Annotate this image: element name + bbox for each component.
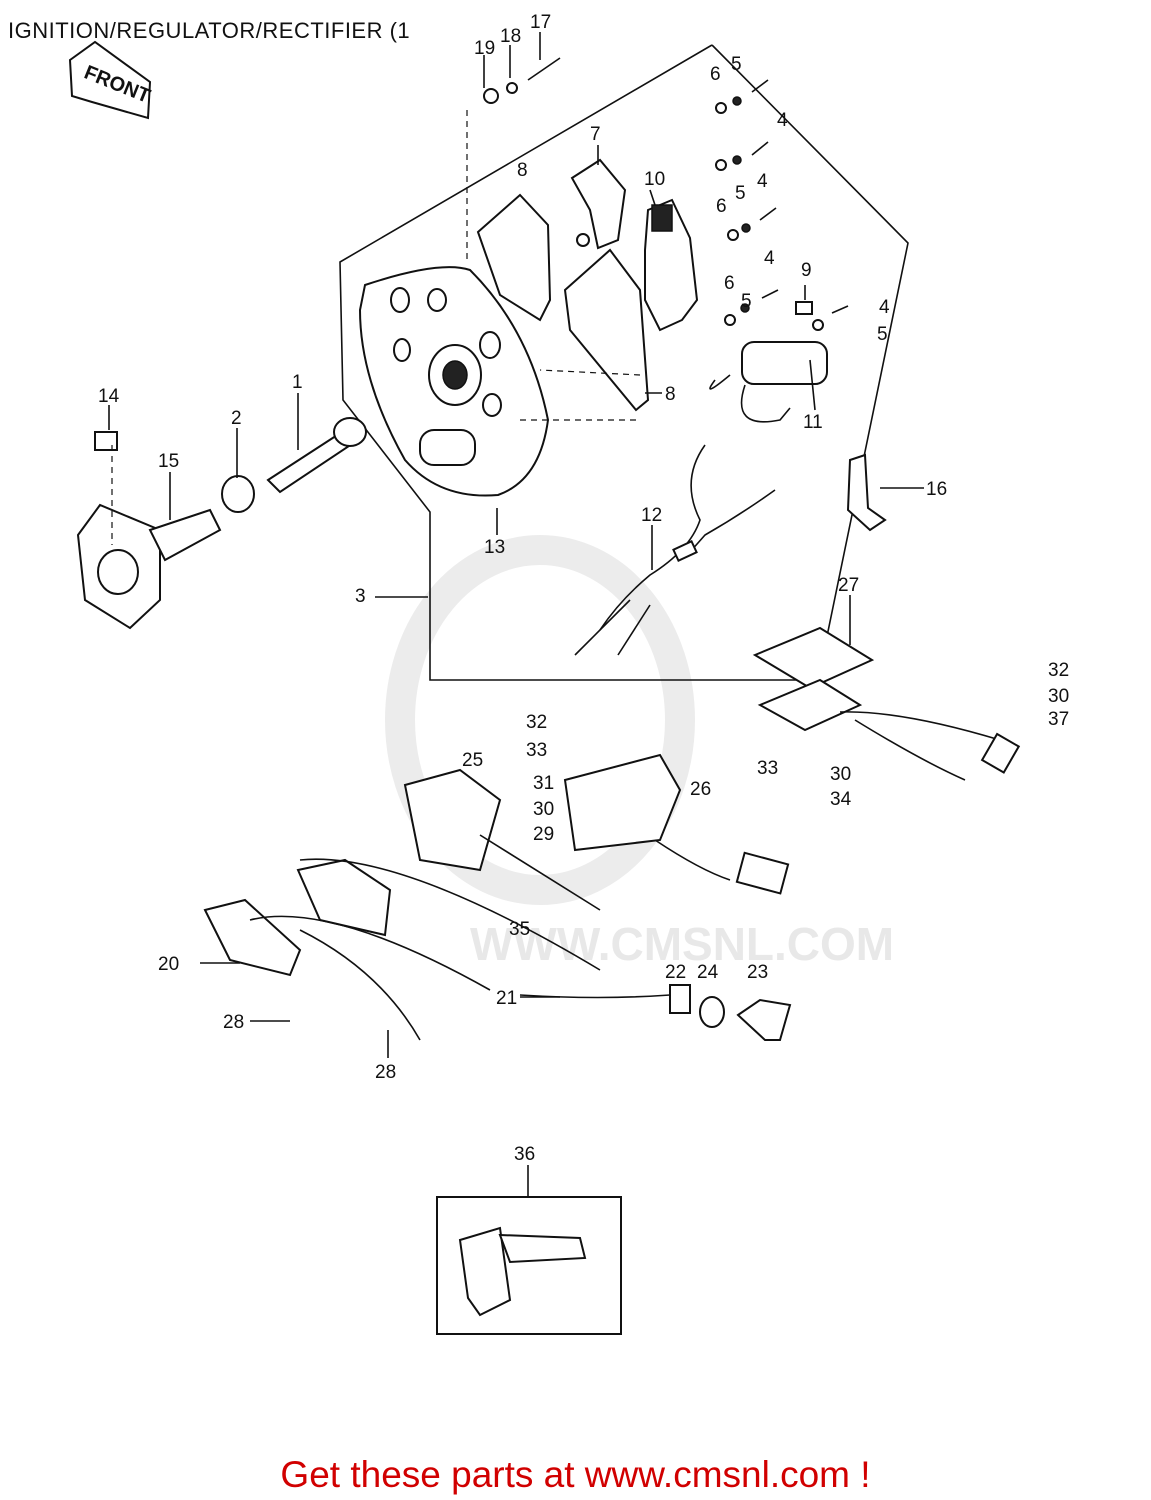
callout-5c: 5 — [741, 291, 752, 312]
plug-caps — [519, 984, 792, 1041]
callout-6c: 6 — [724, 273, 735, 294]
callout-22: 22 — [665, 962, 686, 983]
callout-17: 17 — [530, 12, 551, 33]
callout-14: 14 — [98, 386, 120, 407]
callout-30c: 30 — [1048, 686, 1069, 707]
contact-breaker — [570, 158, 627, 250]
watermark-text: WWW.CMSNL.COM — [470, 918, 894, 970]
callout-5b: 5 — [735, 183, 746, 204]
pickup-coil — [709, 341, 828, 423]
callout-4c: 4 — [764, 248, 775, 269]
callout-4a: 4 — [777, 110, 788, 131]
callout-29: 29 — [533, 824, 554, 845]
rectifier-units — [403, 753, 790, 911]
leader-lines — [111, 110, 641, 545]
callout-21: 21 — [496, 988, 517, 1009]
footer-link-text[interactable]: Get these parts at www.cmsnl.com ! — [280, 1454, 871, 1495]
shaft-assembly — [76, 417, 367, 630]
watermark: WWW.CMSNL.COM — [385, 535, 894, 970]
callout-leaders — [108, 32, 924, 1197]
callout-20: 20 — [158, 954, 179, 975]
callout-33b: 33 — [757, 758, 778, 779]
callout-18: 18 — [500, 26, 521, 47]
callout-10: 10 — [644, 169, 665, 190]
callout-35: 35 — [509, 919, 530, 940]
callout-labels: 17 18 19 5 6 4 7 8 10 5 4 6 4 9 6 5 4 5 … — [98, 12, 1069, 1165]
callout-19: 19 — [474, 38, 495, 59]
callout-31: 31 — [533, 773, 554, 794]
callout-4d: 4 — [879, 297, 890, 318]
screw-17-washers — [483, 57, 561, 104]
callout-37: 37 — [1048, 709, 1069, 730]
callout-2: 2 — [231, 408, 242, 429]
screws-and-washers — [715, 79, 849, 331]
bracket — [846, 453, 887, 532]
callout-13: 13 — [484, 537, 505, 558]
regulator — [752, 626, 1021, 781]
callout-28b: 28 — [375, 1062, 396, 1083]
callout-36: 36 — [514, 1144, 535, 1165]
plate-8-upper — [476, 193, 552, 322]
callout-23: 23 — [747, 962, 768, 983]
callout-3: 3 — [355, 586, 366, 607]
callout-7: 7 — [590, 124, 601, 145]
inset-box — [436, 1196, 622, 1335]
callout-30a: 30 — [533, 799, 554, 820]
callout-33a: 33 — [526, 740, 547, 761]
callout-32a: 32 — [526, 712, 547, 733]
callout-6b: 6 — [716, 196, 727, 217]
diagram-title: IGNITION/REGULATOR/RECTIFIER (1 — [8, 18, 411, 43]
callout-5d: 5 — [877, 324, 888, 345]
ignition-coils — [203, 858, 601, 1041]
callout-34: 34 — [830, 789, 852, 810]
callout-30b: 30 — [830, 764, 851, 785]
callout-9: 9 — [801, 260, 812, 281]
callout-27: 27 — [838, 575, 859, 596]
callout-5a: 5 — [731, 54, 742, 75]
condenser-assembly — [644, 198, 699, 332]
callout-8b: 8 — [665, 384, 676, 405]
callout-32b: 32 — [1048, 660, 1069, 681]
housing-outline — [339, 44, 909, 681]
backing-plate — [358, 266, 550, 497]
callout-26: 26 — [690, 779, 711, 800]
callout-1: 1 — [292, 372, 303, 393]
callout-12: 12 — [641, 505, 662, 526]
callout-6a: 6 — [710, 64, 721, 85]
callout-16: 16 — [926, 479, 947, 500]
callout-11: 11 — [803, 412, 823, 433]
callout-4b: 4 — [757, 171, 768, 192]
callout-8a: 8 — [517, 160, 528, 181]
callout-15: 15 — [158, 451, 179, 472]
callout-24: 24 — [697, 962, 719, 983]
wiring-harness — [574, 444, 776, 656]
callout-25: 25 — [462, 750, 483, 771]
plate-8-lower — [563, 248, 650, 412]
front-arrow-icon: FRONT — [68, 40, 153, 120]
callout-28a: 28 — [223, 1012, 244, 1033]
